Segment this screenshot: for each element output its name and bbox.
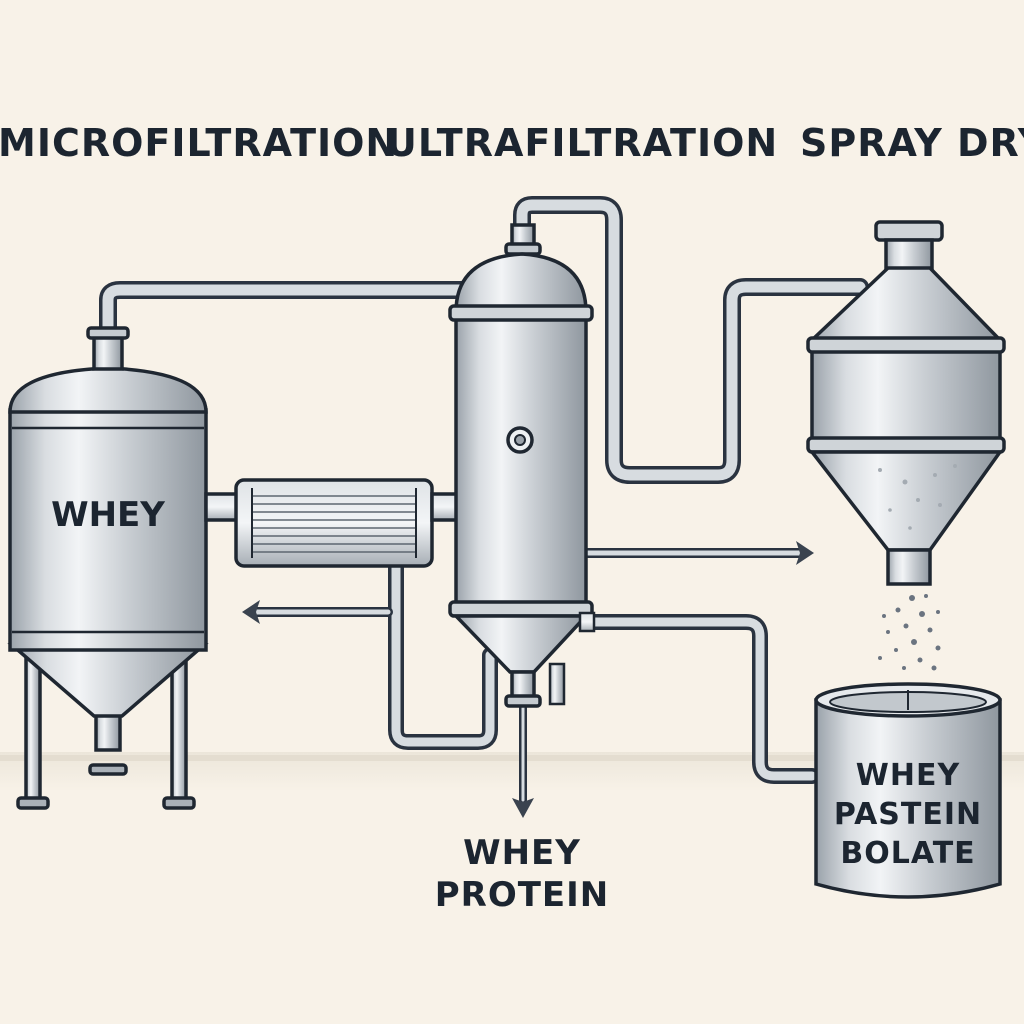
whey-protein-label: WHEY PROTEIN <box>422 832 622 916</box>
stage-label-ultrafiltration: ULTRAFILTRATION <box>386 121 779 165</box>
powder-particles <box>878 594 941 671</box>
ultrafiltration-column <box>448 223 596 708</box>
bin-label-line-3: BOLATE <box>840 836 976 871</box>
stage-label-spray-dryer: SPRAY DRYE <box>800 124 1024 162</box>
dryer-powder-texture <box>878 464 957 530</box>
arrow-right-icon <box>796 541 814 565</box>
collection-bin <box>814 682 1002 899</box>
spray-dryer <box>806 220 1006 586</box>
whey-tank <box>7 326 240 810</box>
bin-label-line-1: WHEY <box>855 758 961 793</box>
pipe-tank-to-column <box>99 281 471 344</box>
bin-label: WHEY PASTEIN BOLATE <box>818 756 998 873</box>
microfilter-cartridge <box>234 478 464 568</box>
stage-label-microfiltration: MICROFILTRATION <box>0 121 399 165</box>
whey-tank-label: WHEY <box>51 495 165 535</box>
whey-protein-label-line-1: WHEY <box>463 833 581 873</box>
pipework <box>99 196 869 804</box>
arrow-down-icon <box>512 798 534 818</box>
whey-protein-label-line-2: PROTEIN <box>434 875 610 915</box>
arrow-left-icon <box>242 600 260 624</box>
bin-label-line-2: PASTEIN <box>833 797 983 832</box>
